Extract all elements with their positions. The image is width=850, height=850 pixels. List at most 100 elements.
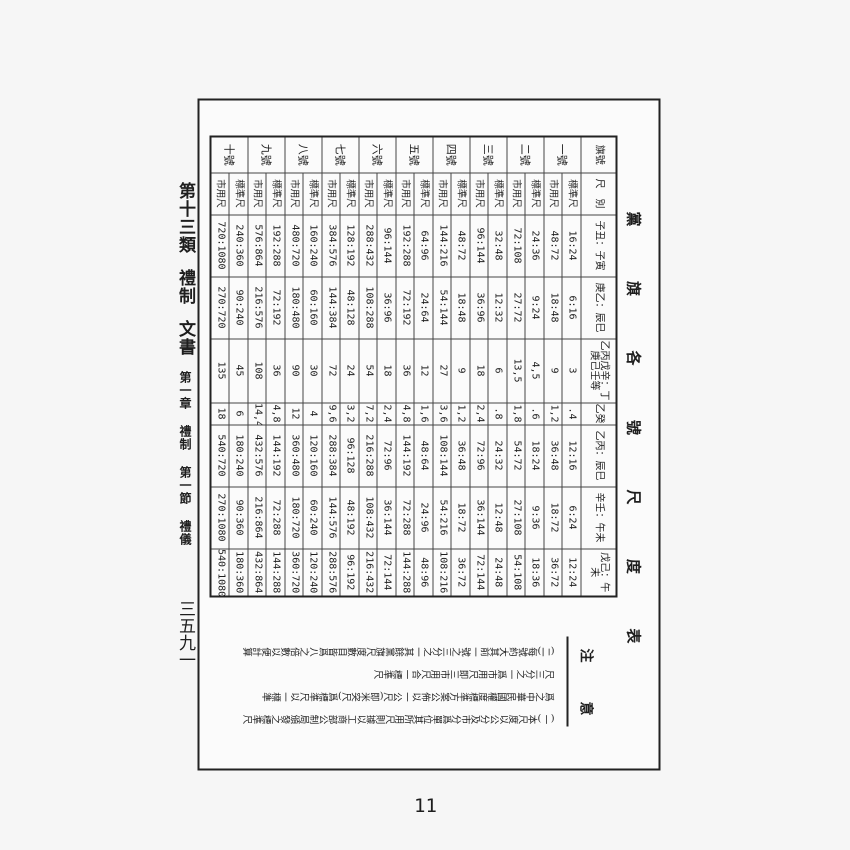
dimension-cell: .6 xyxy=(525,402,544,424)
dimension-cell: 48:72 xyxy=(451,214,470,276)
dimension-cell: 72:144 xyxy=(377,548,396,596)
ruler-unit: 標準尺 xyxy=(340,172,359,214)
dimension-cell: 18 xyxy=(210,402,229,424)
dimension-cell: 144:192 xyxy=(395,424,414,486)
dimension-cell: 18:48 xyxy=(543,276,562,338)
dimension-cell: 144:576 xyxy=(321,486,340,548)
dimension-cell: 14,4 xyxy=(247,402,266,424)
column-header: 乙癸 xyxy=(580,402,616,424)
header-sect: 第一節 xyxy=(178,465,192,505)
notes-heading-char: 注 xyxy=(577,648,593,662)
dimension-cell: 48:192 xyxy=(340,486,359,548)
dimension-cell: 270:720 xyxy=(210,276,229,338)
dimension-cell: 72:288 xyxy=(395,486,414,548)
dimension-cell: 24:96 xyxy=(414,486,433,548)
dimension-cell: 108:432 xyxy=(358,486,377,548)
dimension-cell: 54:216 xyxy=(432,486,451,548)
dimension-cell: 216:576 xyxy=(247,276,266,338)
dimension-cell: 120:160 xyxy=(303,424,322,486)
dimension-cell: 144:288 xyxy=(395,548,414,596)
dimension-cell: 9 xyxy=(543,338,562,402)
title-char: 各 xyxy=(624,349,642,365)
dimension-cell: 128:192 xyxy=(340,214,359,276)
dimension-cell: 180:480 xyxy=(284,276,303,338)
dimension-cell: 12 xyxy=(414,338,433,402)
ruler-unit: 標準尺 xyxy=(562,172,581,214)
flag-size-label: 八號 xyxy=(284,136,322,172)
dimension-cell: 90 xyxy=(284,338,303,402)
flag-size-label: 五號 xyxy=(395,136,433,172)
dimension-cell: 72:192 xyxy=(266,276,285,338)
dimension-cell: 36:72 xyxy=(543,548,562,596)
dimension-cell: 1,8 xyxy=(506,402,525,424)
ruler-unit: 標準尺 xyxy=(229,172,248,214)
column-header: 子丑：子寅 xyxy=(580,214,616,276)
ruler-unit: 標準尺 xyxy=(525,172,544,214)
dimension-cell: 36:144 xyxy=(377,486,396,548)
dimension-cell: 4 xyxy=(303,402,322,424)
ruler-unit: 標準尺 xyxy=(488,172,507,214)
dimension-cell: 48:128 xyxy=(340,276,359,338)
column-header: 尺 別 xyxy=(580,172,616,214)
dimension-cell: 36:144 xyxy=(469,486,488,548)
ruler-unit: 市用尺 xyxy=(506,172,525,214)
dimension-cell: 120:240 xyxy=(303,548,322,596)
dimension-cell: 36:48 xyxy=(451,424,470,486)
notes-heading-char: 意 xyxy=(577,701,593,715)
dimension-cell: 72 xyxy=(321,338,340,402)
ruler-unit: 市用尺 xyxy=(210,172,229,214)
dimension-cell: 6 xyxy=(229,402,248,424)
dimension-cell: 18:72 xyxy=(451,486,470,548)
dimension-cell: 48:64 xyxy=(414,424,433,486)
dimension-cell: 9:36 xyxy=(525,486,544,548)
dimension-cell: 216:288 xyxy=(358,424,377,486)
dimension-cell: 24:32 xyxy=(488,424,507,486)
dimension-cell: 9:24 xyxy=(525,276,544,338)
dimension-cell: 72:108 xyxy=(506,214,525,276)
title-char: 度 xyxy=(624,558,642,574)
dimension-cell: 24:48 xyxy=(488,548,507,596)
dimension-cell: 180:240 xyxy=(229,424,248,486)
note-line: (一)本尺度以公分及市分爲單位其所用尺則據以工商部公制局頒發之標準尺 xyxy=(242,712,554,723)
flag-size-label: 十號 xyxy=(210,136,248,172)
dimension-cell: 4,5 xyxy=(525,338,544,402)
dimension-cell: 12:16 xyxy=(562,424,581,486)
ruler-unit: 市用尺 xyxy=(321,172,340,214)
dimension-cell: 192:288 xyxy=(395,214,414,276)
dimension-cell: 32:48 xyxy=(488,214,507,276)
dimension-cell: 54:144 xyxy=(432,276,451,338)
dimension-cell: 96:192 xyxy=(340,548,359,596)
dimension-cell: .4 xyxy=(562,402,581,424)
dimension-cell: 216:432 xyxy=(358,548,377,596)
dimension-cell: 180:720 xyxy=(284,486,303,548)
flag-size-label: 四號 xyxy=(432,136,470,172)
running-header: 第十三類 禮制 文書 第一章 禮制 第一節 禮儀 xyxy=(173,182,198,554)
dimension-cell: 90:360 xyxy=(229,486,248,548)
note-line: (二)每號約大其前一號之三分之一其餘黨旗尺度數目皆爲八之倍數以便計算 xyxy=(242,644,554,656)
side-page-number: 三五九一 xyxy=(175,600,195,668)
dimension-cell: 12:24 xyxy=(562,548,581,596)
dimension-cell: 3,6 xyxy=(432,402,451,424)
dimension-cell: 144:288 xyxy=(266,548,285,596)
dimension-cell: 36:48 xyxy=(543,424,562,486)
title-char: 表 xyxy=(624,627,642,643)
table-title: 黨旗各號尺度表 xyxy=(623,211,644,643)
dimension-cell: 54 xyxy=(358,338,377,402)
rotated-table-frame: 黨旗各號尺度表 旗號尺 別子丑：子寅庚乙：辰巳乙丙戊辛：丁庚己壬等乙癸乙丙：辰巳… xyxy=(197,98,660,770)
dimension-cell: 64:96 xyxy=(414,214,433,276)
dimension-cell: 6 xyxy=(488,338,507,402)
title-char: 旗 xyxy=(624,280,642,296)
dimension-cell: 192:288 xyxy=(266,214,285,276)
column-header: 旗號 xyxy=(580,136,616,172)
dimension-cell: 1,6 xyxy=(414,402,433,424)
